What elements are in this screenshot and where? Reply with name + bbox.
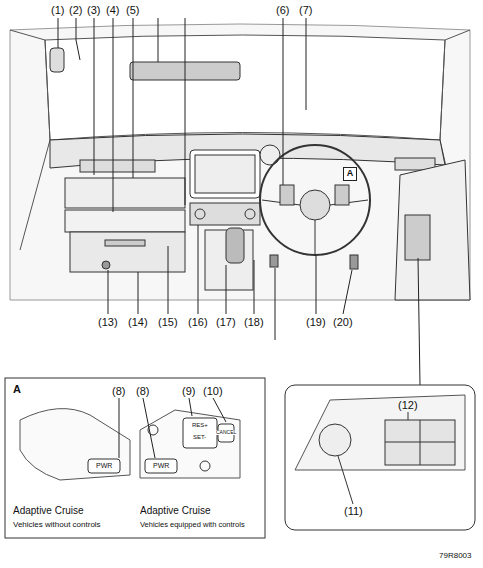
caption-text: Adaptive Cruise: [140, 505, 211, 516]
callout-number: (18): [244, 317, 264, 328]
callout-number: (16): [188, 317, 208, 328]
caption-text: Vehicles without controls: [13, 521, 101, 530]
callout-number: (19): [306, 317, 326, 328]
callout-number: (15): [158, 317, 178, 328]
caption-text: Vehicles equipped with controls: [140, 521, 245, 529]
callout-number: (2): [69, 5, 82, 16]
callout-number: (12): [398, 400, 418, 411]
callout-number: (8): [112, 386, 125, 397]
callout-number: (10): [203, 386, 223, 397]
callout-number: (3): [87, 5, 100, 16]
callout-number: (8): [136, 386, 149, 397]
button-text: CANCEL: [216, 430, 236, 435]
inset-panel: A Adaptive CruiseVehicles without control…: [5, 378, 265, 538]
callout-number: (9): [182, 386, 195, 397]
detail-marker: A: [343, 167, 357, 181]
callout-number: (5): [126, 5, 139, 16]
callout-number: (4): [106, 5, 119, 16]
button-text: PWR: [153, 462, 169, 469]
callout-number: (11): [344, 506, 363, 517]
callout-number: (17): [216, 317, 236, 328]
button-text: SET-: [193, 434, 206, 440]
figure-code: 79R8003: [439, 552, 471, 560]
detail-letter: A: [347, 169, 354, 179]
callout-number: (6): [276, 5, 289, 16]
callout-number: (20): [333, 317, 353, 328]
callout-number: (1): [51, 5, 64, 16]
callout-number: (14): [128, 317, 148, 328]
detail-letter: A: [13, 383, 21, 395]
callout-number: (7): [299, 5, 312, 16]
callout-number: (13): [98, 317, 118, 328]
button-text: PWR: [96, 462, 112, 469]
caption-text: Adaptive Cruise: [13, 505, 84, 516]
button-text: RES+: [192, 422, 208, 428]
